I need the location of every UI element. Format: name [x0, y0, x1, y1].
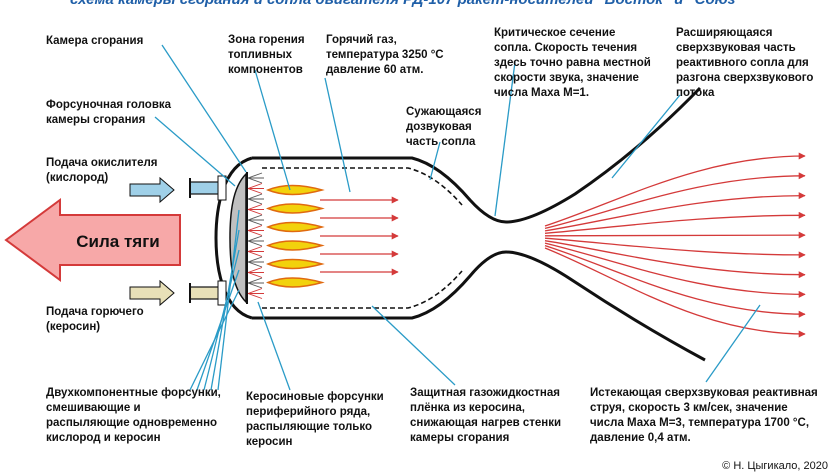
flame	[266, 184, 325, 196]
diagram-title: схема камеры сгорания и сопла двигателя …	[70, 0, 742, 8]
injector-spray	[247, 267, 264, 278]
fuel-inlet-pipe	[189, 280, 227, 306]
injector-spray	[247, 172, 264, 184]
kerosene-film-line	[262, 167, 463, 309]
flame	[266, 203, 325, 214]
label-converging-section: Сужающаяся дозвуковая часть сопла	[406, 106, 482, 148]
label-oxidizer-supply: Подача окислителя (кислород)	[46, 157, 158, 184]
injector-spray	[247, 193, 264, 205]
label-injector-head: Форсуночная головка камеры сгорания	[46, 99, 172, 126]
injector-sprays	[247, 172, 264, 299]
exhaust-streamline	[544, 242, 806, 298]
exhaust-streamline	[544, 192, 806, 232]
oxidizer-inlet-pipe	[189, 175, 227, 201]
injector-spray	[247, 246, 264, 257]
exhaust-streamline	[544, 237, 806, 259]
injector-spray	[247, 256, 264, 268]
flame	[266, 277, 325, 288]
exhaust-streamline	[544, 247, 806, 338]
label-diverging-section: Расширяющаяся сверхзвуковая часть реакти…	[676, 27, 814, 99]
thrust-arrow: Сила тяги	[4, 198, 181, 282]
exhaust-streamline	[544, 244, 806, 318]
injector-spray	[247, 277, 264, 289]
combustion-flames	[266, 184, 325, 288]
label-bipropellant-injectors: Двухкомпонентные форсунки, смешивающие и…	[46, 387, 221, 444]
exhaust-streamline	[544, 240, 806, 279]
exhaust-streamline	[544, 211, 806, 234]
injector-spray	[247, 183, 264, 194]
exhaust-jet-streamlines	[544, 152, 806, 338]
flame	[266, 258, 325, 270]
label-exhaust-jet: Истекающая сверхзвуковая реактивная стру…	[590, 387, 818, 444]
injector-spray	[247, 288, 264, 299]
label-hot-gas: Горячий газ, температура 3250 °С давлени…	[326, 34, 444, 76]
label-protective-film: Защитная газожидкостная плёнка из кероси…	[410, 387, 562, 444]
copyright: © Н. Цыгикало, 2020	[722, 460, 828, 472]
injector-spray	[247, 225, 264, 236]
exhaust-streamline	[544, 152, 806, 227]
label-nozzle-throat: Критическое сечение сопла. Скорость тече…	[494, 27, 651, 99]
flame	[266, 221, 325, 233]
label-combustion-zone: Зона горения топливных компонентов	[228, 34, 305, 76]
injector-spray	[247, 214, 264, 226]
flame	[266, 240, 325, 251]
label-combustion-chamber: Камера сгорания	[46, 35, 144, 47]
thrust-label: Сила тяги	[76, 232, 159, 251]
injector-spray	[247, 204, 264, 215]
chamber-flow-arrows	[320, 196, 399, 276]
label-fuel-supply: Подача горючего (керосин)	[46, 306, 144, 333]
exhaust-streamline	[544, 231, 806, 239]
injector-spray	[247, 235, 264, 247]
exhaust-streamline	[544, 172, 806, 230]
fuel-inflow-arrow	[129, 279, 175, 307]
chamber-nozzle-wall	[214, 86, 706, 362]
label-leader-lines	[154, 44, 761, 391]
label-kerosene-injectors: Керосиновые форсунки периферийного ряда,…	[246, 391, 384, 448]
oxidizer-inflow-arrow	[129, 176, 175, 204]
